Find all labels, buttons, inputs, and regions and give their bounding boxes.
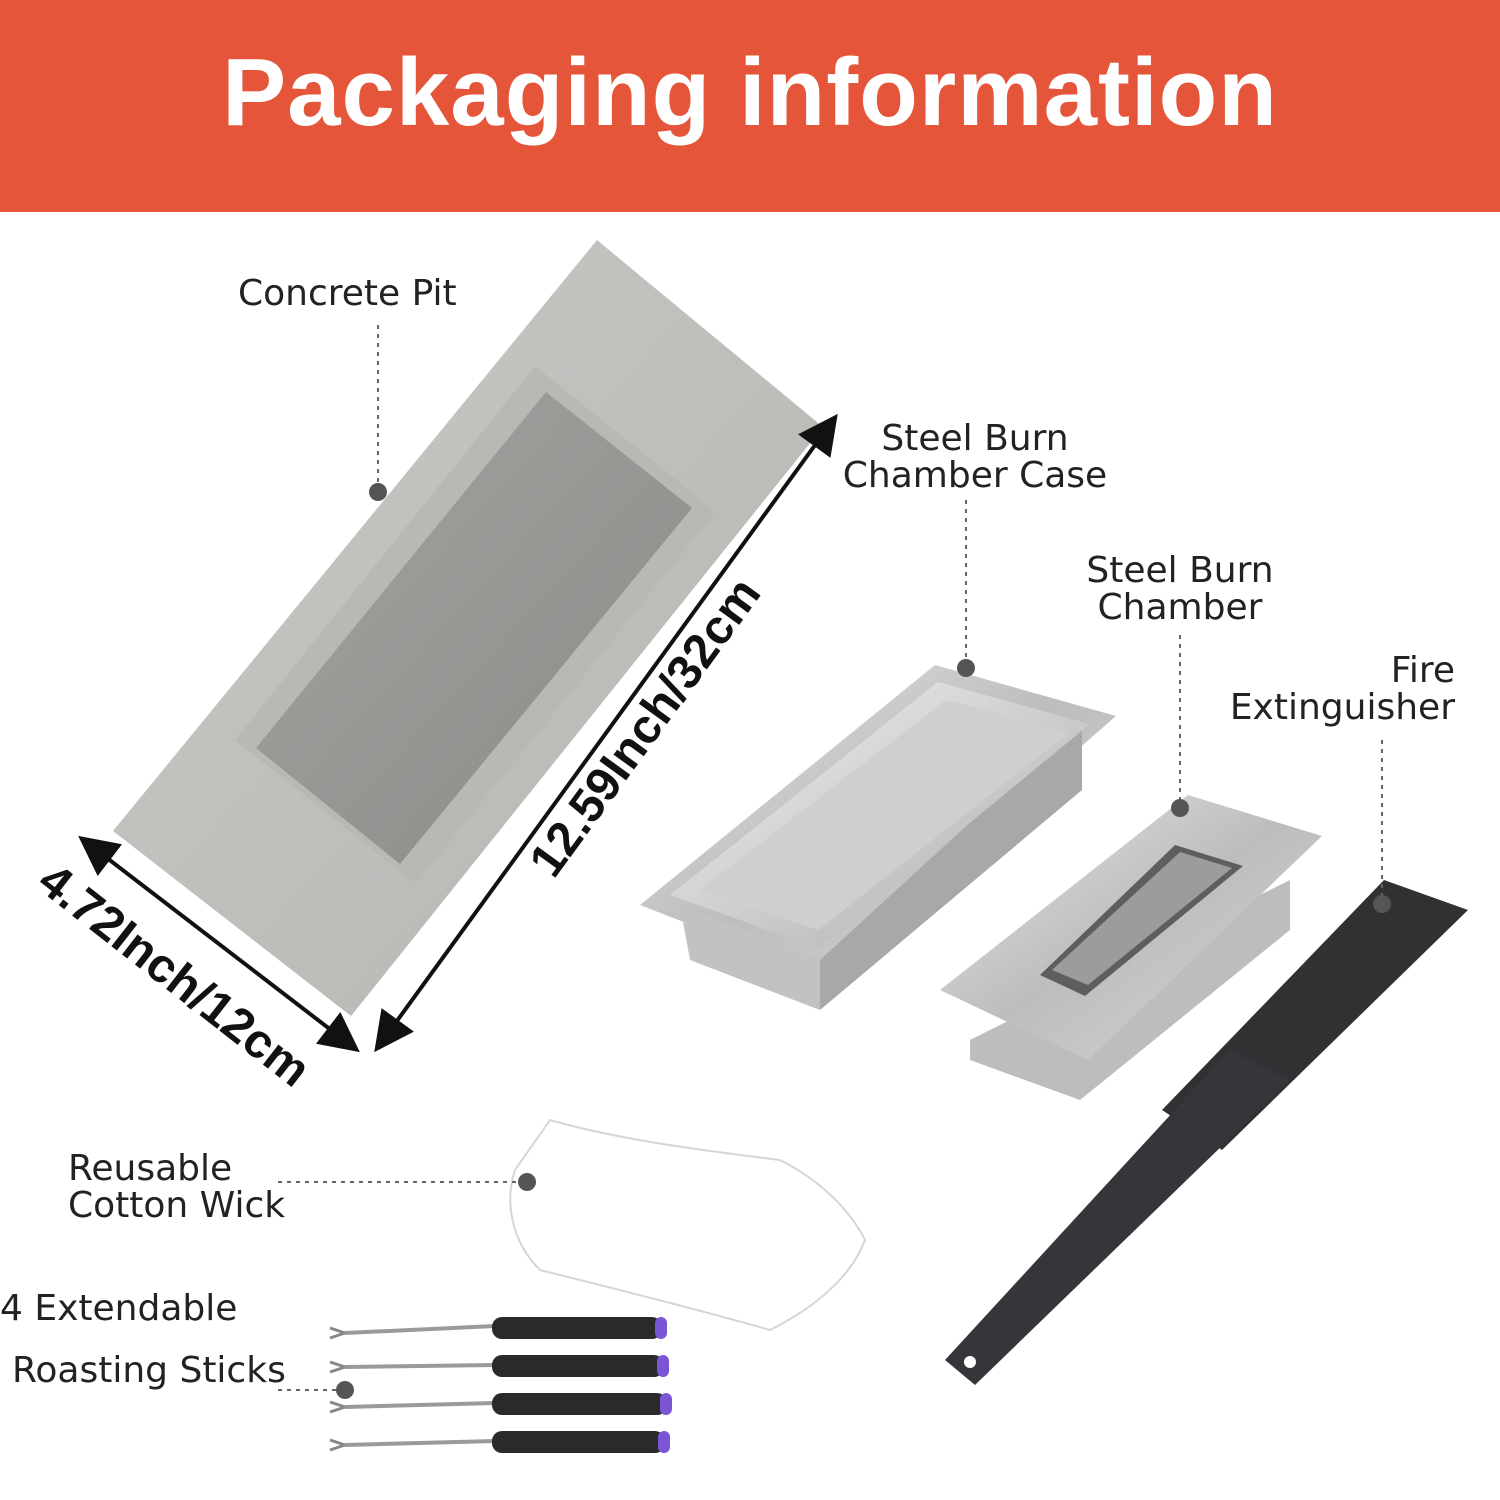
roasting-stick: [329, 1317, 667, 1340]
steel-chamber-line1: Steel Burn: [1086, 550, 1274, 591]
header-banner: Packaging information: [0, 0, 1500, 212]
cotton-wick-label: Reusable Cotton Wick: [68, 1150, 285, 1224]
concrete-pit-label: Concrete Pit: [238, 275, 457, 312]
page-title: Packaging information: [222, 39, 1278, 146]
steel-case-image: [640, 665, 1116, 1010]
roasting-sticks-label-line2: Roasting Sticks: [12, 1350, 286, 1391]
fire-extinguisher-line2: Extinguisher: [1229, 687, 1455, 728]
width-arrow: [78, 835, 360, 1053]
steel-chamber-image: [940, 795, 1322, 1100]
length-arrow: [374, 413, 838, 1053]
roasting-stick: [329, 1393, 672, 1415]
fire-extinguisher-image: [945, 880, 1468, 1385]
steel-chamber-line2: Chamber: [1097, 587, 1263, 628]
cotton-wick-line2: Cotton Wick: [68, 1185, 286, 1226]
fire-extinguisher-line1: Fire: [1390, 650, 1455, 691]
steel-chamber-label: Steel Burn Chamber: [1070, 552, 1290, 626]
leader-dots: [336, 483, 1391, 1399]
roasting-stick: [329, 1355, 669, 1377]
roasting-sticks-image: [329, 1317, 672, 1453]
steel-case-label: Steel Burn Chamber Case: [820, 420, 1130, 494]
leader-lines: [278, 325, 1383, 1391]
cotton-wick-line1: Reusable: [68, 1148, 233, 1189]
concrete-pit-text: Concrete Pit: [238, 273, 457, 314]
steel-case-line2: Chamber Case: [842, 455, 1108, 496]
roasting-sticks-label-line1: 4 Extendable: [0, 1288, 238, 1329]
fire-extinguisher-label: Fire Extinguisher: [1200, 652, 1455, 726]
cotton-wick-image: [509, 1118, 867, 1332]
steel-case-line1: Steel Burn: [881, 418, 1069, 459]
roasting-stick: [329, 1431, 670, 1453]
